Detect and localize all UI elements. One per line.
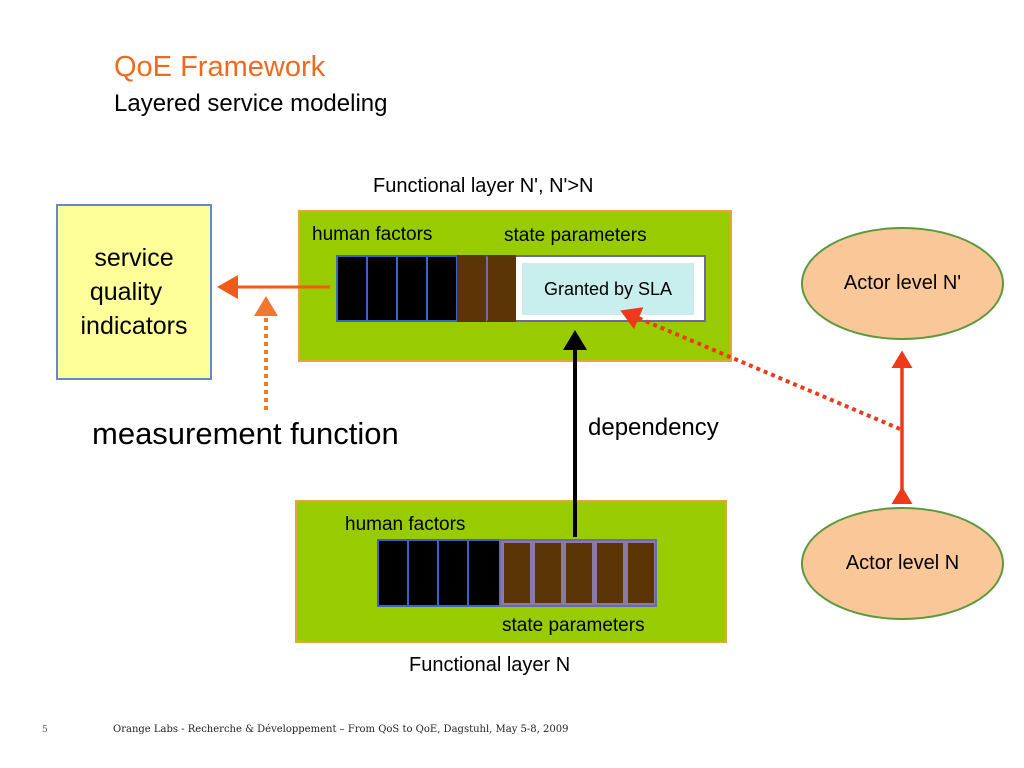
actor-level-n-prime: Actor level N' [801,227,1004,340]
state-parameter-cell [535,543,561,603]
upper-functional-layer: human factors state parameters Granted b… [298,210,732,362]
dependency-label: dependency [588,414,719,441]
upper-layer-heading: Functional layer N', N'>N [373,175,594,197]
state-parameter-cell [486,255,517,322]
page-number: 5 [42,725,48,735]
state-parameter-cell [566,543,592,603]
state-parameter-cell [457,255,488,322]
lower-human-factors-label: human factors [345,514,466,535]
human-factor-cell [407,539,439,607]
measurement-function-label: measurement function [92,416,399,451]
sqi-line-1: service [94,244,174,272]
upper-parameter-strip: Granted by SLA [336,255,706,322]
sla-panel: Granted by SLA [516,255,706,322]
upper-state-parameters-label: state parameters [504,225,647,246]
lower-parameter-strip [377,539,657,607]
footer-text: Orange Labs - Recherche & Développement … [113,724,569,735]
state-parameter-cell [628,543,654,603]
human-factor-cell [467,539,501,607]
actor-level-n: Actor level N [801,507,1004,620]
state-parameter-cell [504,543,530,603]
human-factor-cell [336,255,368,322]
lower-layer-heading: Functional layer N [409,654,571,676]
human-factor-cell [437,539,469,607]
lower-state-parameters-label: state parameters [502,615,645,636]
human-factor-cell [426,255,458,322]
upper-human-factors-label: human factors [312,224,433,245]
sqi-line-3: indicators [80,312,188,340]
human-factor-cell [396,255,428,322]
human-factor-cell [377,539,409,607]
granted-by-sla-box: Granted by SLA [522,263,694,315]
lower-state-parameter-group [499,539,657,607]
lower-functional-layer: human factors state parameters [295,500,727,643]
state-parameter-cell [597,543,623,603]
slide-subtitle: Layered service modeling [114,90,388,117]
service-quality-indicators-box: service quality indicators [56,204,212,380]
slide-title: QoE Framework [114,51,326,83]
sqi-line-2: quality [89,278,163,306]
human-factor-cell [366,255,398,322]
